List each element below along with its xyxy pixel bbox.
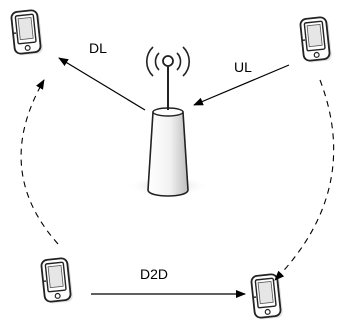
mobile-device-top-left-icon	[9, 8, 45, 58]
uplink-arrow	[193, 64, 290, 106]
mobile-device-bottom-right-icon	[249, 272, 285, 322]
mobile-device-bottom-left-icon	[39, 256, 75, 306]
dashed-arrow-right	[274, 79, 335, 281]
downlink-label: DL	[89, 40, 107, 56]
mobile-device-top-right-icon	[298, 15, 334, 65]
base-station-icon	[128, 46, 208, 197]
downlink-arrow	[58, 57, 146, 111]
uplink-label: UL	[234, 59, 252, 75]
dashed-arrow-left	[20, 79, 59, 245]
d2d-label: D2D	[140, 266, 168, 282]
